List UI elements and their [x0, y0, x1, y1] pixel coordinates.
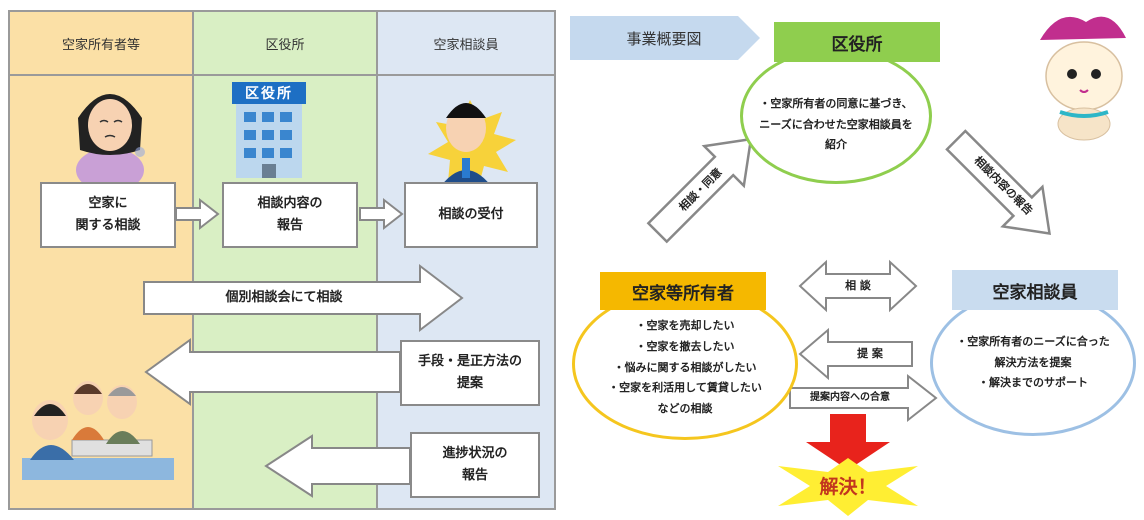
arrow-proposal-back: [144, 338, 401, 406]
office-title: 区役所: [774, 22, 940, 62]
lane-owner-header: 空家所有者等: [10, 12, 192, 76]
label-agree: 提案内容への合意: [810, 392, 890, 403]
arrow-agree: [789, 373, 938, 423]
bubble-office: ・空家所有者の同意に基づき、 ニーズに合わせた空家相談員を 紹介: [740, 48, 932, 184]
box-reception: 相談の受付: [404, 182, 538, 248]
arrow-progress-back: [264, 434, 411, 498]
office-building-icon: [232, 82, 306, 178]
meeting-people-icon: [22, 381, 174, 480]
box-consult-vacancy: 空家に 関する相談: [40, 182, 176, 248]
resolve-label: 解決！: [819, 475, 877, 498]
title-tag-shape: [570, 16, 760, 60]
arrow-owner-to-office: [175, 197, 220, 231]
arrow-office-to-consultant: [359, 197, 404, 231]
office-sign: 区役所: [245, 86, 293, 102]
down-arrow: [806, 414, 890, 470]
lane-consultant-header: 空家相談員: [378, 12, 554, 76]
arrow-consult: [798, 259, 918, 313]
lane-office: 区役所: [192, 10, 378, 510]
label-individual-session: 個別相談会にて相談: [225, 289, 343, 305]
arrow-report: [945, 129, 1051, 235]
lane-consultant: 空家相談員: [376, 10, 556, 510]
resolve-star: [778, 458, 918, 516]
bubble-consultant: ・空家所有者のニーズに合った 解決方法を提案 ・解決までのサポート: [930, 290, 1136, 436]
mascot-icon: [1040, 16, 1126, 141]
bubble-owner: ・空家を売却したい ・空家を撤去したい ・悩みに関する相談がしたい ・空家を利活…: [572, 288, 798, 440]
title-tag: 事業概要図: [626, 29, 702, 48]
arrow-individual-session: [143, 263, 464, 333]
box-report-content: 相談内容の 報告: [222, 182, 358, 248]
arrow-propose: [798, 327, 913, 381]
lane-office-header: 区役所: [194, 12, 376, 76]
owner-title: 空家等所有者: [600, 272, 766, 310]
label-consult: 相 談: [845, 279, 871, 293]
worried-woman-icon: [76, 94, 145, 192]
consultant-title: 空家相談員: [952, 270, 1118, 310]
box-proposal-method: 手段・是正方法の 提案: [400, 340, 540, 406]
box-progress-report: 進捗状況の 報告: [410, 432, 540, 498]
label-propose: 提 案: [857, 347, 883, 361]
arrow-consent: [646, 137, 753, 244]
